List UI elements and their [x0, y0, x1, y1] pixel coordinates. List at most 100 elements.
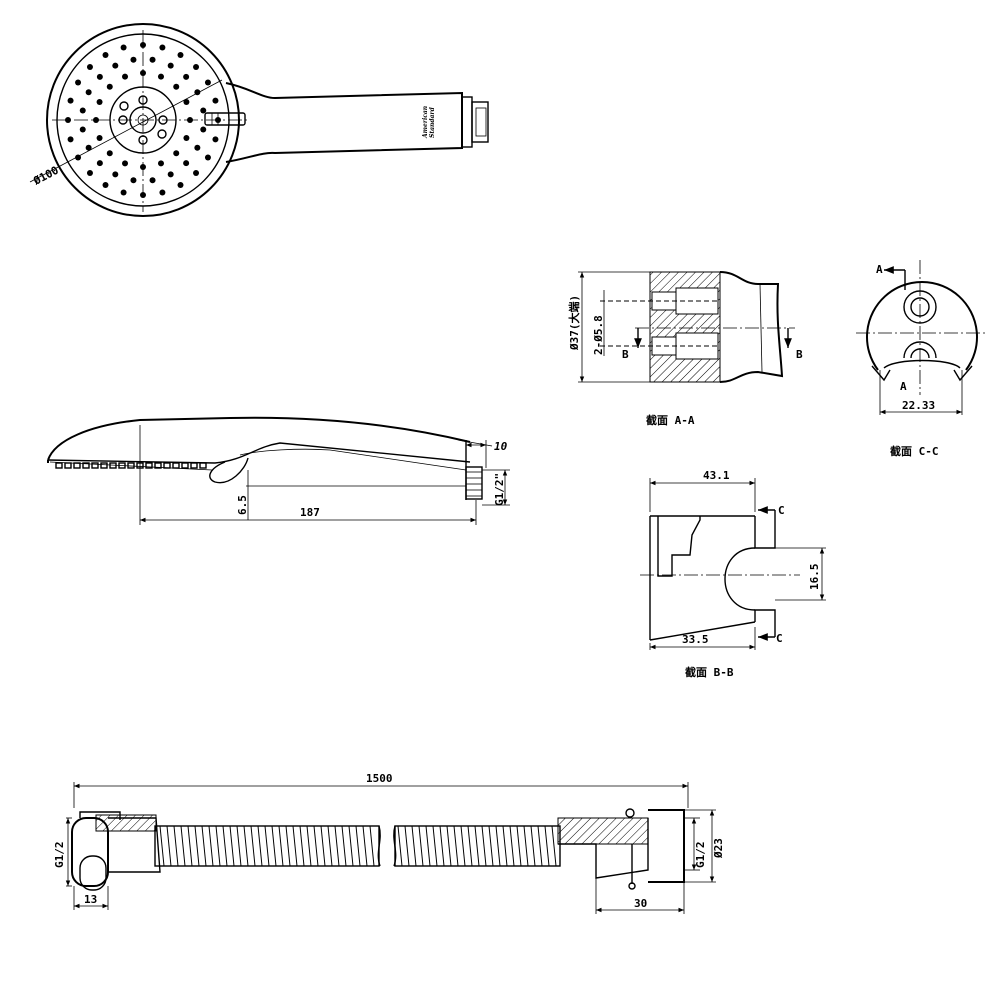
hose-coil: [257, 825, 263, 867]
hose-coil: [166, 825, 172, 867]
dim-height-16-5: 16.5: [808, 564, 821, 591]
hose-coil: [474, 825, 480, 867]
hose-coil: [362, 825, 368, 867]
nozzle-hole: [149, 56, 156, 63]
hose-coil: [194, 825, 200, 867]
side-nozzle: [109, 462, 117, 469]
hose-coil: [285, 825, 291, 867]
nozzle-hole: [130, 56, 137, 63]
nozzle-hole: [177, 181, 184, 188]
hose-coil: [201, 825, 207, 867]
side-view: 187 6.5 10 G1/2": [47, 416, 510, 525]
nozzle-hole: [173, 150, 180, 157]
hose-coil: [502, 825, 508, 867]
nozzle-hole: [79, 107, 86, 114]
nozzle-hole: [167, 171, 174, 178]
dim-top-43-1: 43.1: [703, 469, 730, 482]
dim-hose-length-1500: 1500: [366, 772, 393, 785]
dim-right-diameter-23: Ø23: [712, 838, 725, 859]
hose-coils-left: [159, 825, 375, 867]
nozzle-hole: [106, 83, 113, 90]
nozzle-hole: [67, 136, 74, 143]
nozzle-hole: [130, 177, 137, 184]
nozzle-hole: [140, 42, 146, 48]
side-nozzle: [181, 462, 189, 469]
hose-coil: [411, 825, 417, 867]
nozzle-hole: [75, 154, 82, 161]
section-a-a: Ø37(大端) 2-Ø5.8 B B 截面 A-A: [567, 271, 803, 427]
dim-length-187: 187: [300, 506, 320, 519]
nozzle-hole: [140, 70, 146, 76]
hose-coil: [222, 825, 228, 867]
hose-coil: [334, 825, 340, 867]
nozzle-hole: [212, 97, 219, 104]
hose-coil: [299, 825, 305, 867]
nozzle-hole: [79, 126, 86, 133]
hose-coil: [446, 825, 452, 867]
diameter-label: Ø100: [30, 164, 60, 188]
dim-width-22-33: 22.33: [902, 399, 935, 412]
mark-a-bottom: A: [900, 380, 907, 393]
side-nozzle: [163, 462, 171, 469]
hose-coil: [481, 825, 487, 867]
hose-coil: [159, 825, 165, 867]
nozzle-hole: [157, 73, 164, 80]
shower-head-face: [29, 23, 489, 217]
hose-coil: [264, 825, 270, 867]
hose-coil: [523, 825, 529, 867]
nozzle-hole: [96, 99, 103, 106]
brand-line-2: Standard: [429, 106, 436, 138]
side-nozzle: [64, 462, 72, 469]
hose-coil: [292, 825, 298, 867]
hose-coils-right: [397, 825, 557, 867]
caption-section-c-c: 截面 C-C: [890, 444, 939, 458]
nozzle-hole: [122, 73, 129, 80]
nozzle-hole: [212, 136, 219, 143]
hose-view: 1500 G1/2 13 G1/2: [53, 772, 725, 914]
hose-coil: [404, 825, 410, 867]
nozzle-hole: [86, 170, 93, 177]
hose-coil: [313, 825, 319, 867]
nozzle-hole: [215, 117, 221, 123]
side-nozzle: [91, 462, 99, 469]
hose-coil: [439, 825, 445, 867]
hose-coil: [278, 825, 284, 867]
hose-coil: [355, 825, 361, 867]
nozzle-hole: [193, 170, 200, 177]
nozzle-hole: [183, 99, 190, 106]
nozzle-hole: [122, 160, 129, 167]
nozzle-hole: [112, 62, 119, 69]
hose-coil: [236, 825, 242, 867]
section-c-c: A A 22.33 截面 C-C: [856, 260, 985, 458]
nozzle-hole: [85, 144, 92, 151]
hose-coil: [215, 825, 221, 867]
nozzle-hole: [173, 83, 180, 90]
hose-coil: [495, 825, 501, 867]
side-nozzle: [100, 462, 108, 469]
nozzle-hole: [159, 44, 166, 51]
side-nozzle: [199, 462, 207, 469]
side-nozzle: [154, 462, 162, 469]
hose-coil: [418, 825, 424, 867]
nozzle-hole: [159, 189, 166, 196]
caption-section-a-a: 截面 A-A: [646, 413, 695, 427]
hose-coil: [271, 825, 277, 867]
nozzle-hole: [65, 117, 71, 123]
dim-offset-6-5: 6.5: [236, 495, 249, 515]
hose-coil: [509, 825, 515, 867]
nozzle-hole: [183, 160, 190, 167]
hose-coil: [208, 825, 214, 867]
brand-line-1: American: [422, 106, 429, 139]
nozzle-hole: [120, 189, 127, 196]
nozzle-hole: [120, 44, 127, 51]
spray-nozzle-holes: [65, 42, 221, 198]
hose-coil: [243, 825, 249, 867]
dim-bottom-33-5: 33.5: [682, 633, 709, 646]
nozzle-hole: [140, 192, 146, 198]
nozzle-hole: [193, 63, 200, 70]
dim-right-thread-g1-2: G1/2: [694, 842, 707, 869]
mark-b-left: B: [622, 348, 629, 361]
nozzle-hole: [194, 144, 201, 151]
mark-a-top: A: [876, 263, 883, 276]
